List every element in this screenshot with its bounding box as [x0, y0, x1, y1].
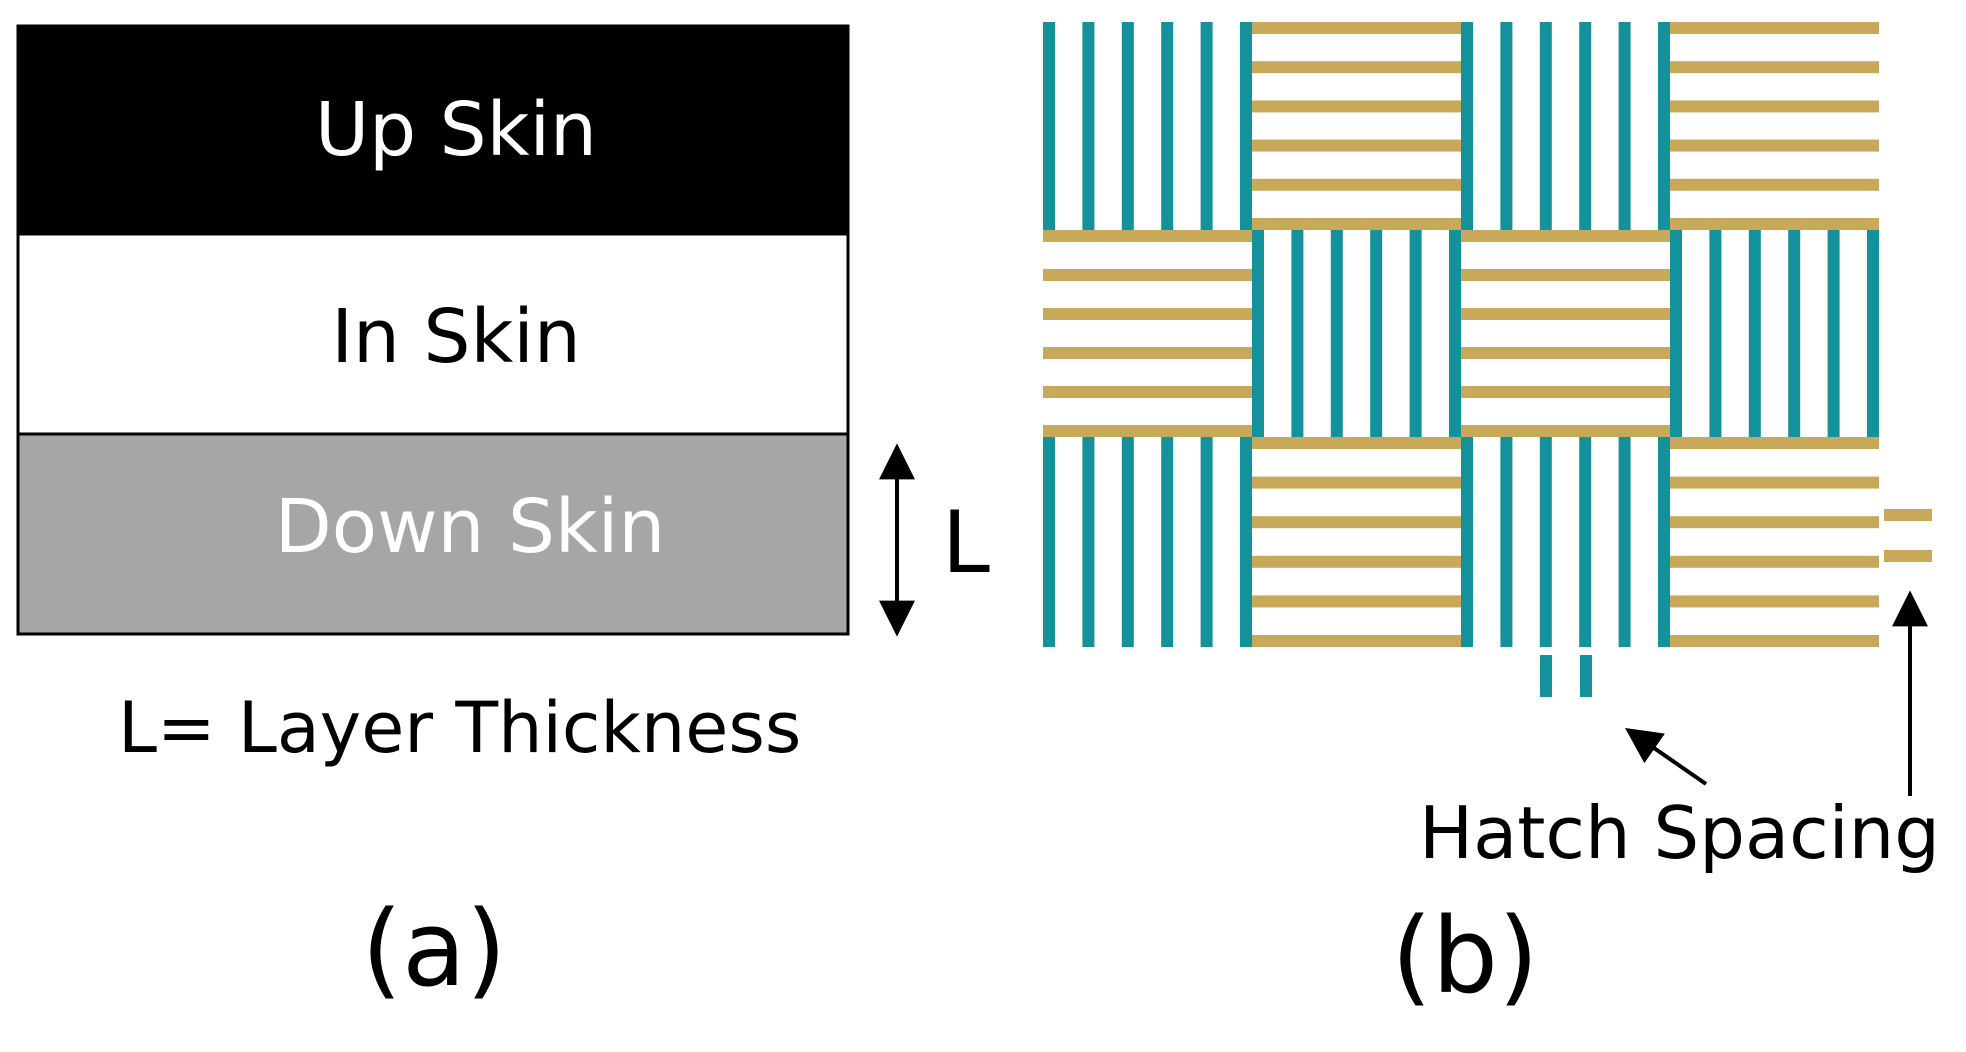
hatch-stripe-horizontal	[1252, 139, 1461, 152]
hatch-stripe-vertical	[1200, 437, 1213, 647]
hatch-stripe-horizontal	[1670, 218, 1879, 230]
hatch-stripe-vertical	[1461, 22, 1473, 230]
hatch-stripe-vertical	[1658, 22, 1670, 230]
hatch-stripe-horizontal	[1670, 516, 1879, 529]
hatch-stripe-horizontal	[1252, 100, 1461, 113]
hatch-stripe-vertical	[1618, 437, 1631, 647]
hatch-stripe-horizontal	[1670, 437, 1879, 449]
hatch-spacing-marker-vertical	[1540, 655, 1592, 697]
hatch-stripe-vertical	[1082, 437, 1095, 647]
caption-a: (a)	[362, 888, 507, 1010]
hatch-stripe-horizontal	[1252, 61, 1461, 74]
hatch-spacing-marker-horizontal	[1884, 509, 1932, 562]
layer-up-skin-rect	[16, 24, 850, 236]
hatch-stripe-vertical	[1200, 22, 1213, 230]
hatch-stripe-vertical	[1330, 230, 1343, 437]
caption-b: (b)	[1391, 895, 1538, 1017]
hatch-stripe-horizontal	[1252, 22, 1461, 34]
hatch-stripe-vertical	[1539, 437, 1552, 647]
hatch-stripe-horizontal	[1043, 347, 1252, 359]
hatch-stripe-vertical	[1461, 437, 1473, 647]
hatch-stripe-horizontal	[1461, 308, 1670, 320]
hatch-stripe-horizontal	[1043, 386, 1252, 398]
hatch-stripe-horizontal	[1252, 218, 1461, 230]
hatch-stripe-vertical	[1370, 230, 1383, 437]
hatch-stripe-vertical	[1670, 230, 1682, 437]
hatch-stripe-vertical	[1579, 22, 1592, 230]
hatch-stripe-vertical	[1579, 437, 1592, 647]
hatch-arrow-diagonal	[1625, 727, 1708, 786]
layer-up-skin-label: Up Skin	[315, 87, 597, 173]
hatch-stripe-horizontal	[1670, 595, 1879, 608]
hatch-stripe-horizontal	[1461, 269, 1670, 281]
layer-down-skin-label: Down Skin	[275, 484, 666, 570]
hatch-stripe-vertical	[1827, 230, 1840, 437]
hatch-stripe-vertical	[1252, 230, 1264, 437]
hatch-stripe-horizontal	[1043, 269, 1252, 281]
layer-up-skin: Up Skin	[16, 24, 850, 236]
hatch-stripe-horizontal	[1043, 308, 1252, 320]
marker-stripe-horizontal	[1884, 509, 1932, 521]
hatch-stripe-vertical	[1618, 22, 1631, 230]
hatch-stripe-horizontal	[1670, 100, 1879, 113]
hatch-stripe-horizontal	[1043, 425, 1252, 437]
hatch-stripe-horizontal	[1461, 230, 1670, 242]
marker-stripe-vertical	[1540, 655, 1552, 697]
hatch-stripe-horizontal	[1461, 425, 1670, 437]
hatch-stripe-horizontal	[1670, 139, 1879, 152]
hatch-stripe-vertical	[1867, 230, 1879, 437]
hatch-stripe-vertical	[1291, 230, 1304, 437]
legend-text: L= Layer Thickness	[118, 687, 801, 769]
hatch-stripe-horizontal	[1670, 476, 1879, 489]
panel-a: Up Skin In Skin Down Skin L L= Layer Thi…	[16, 24, 990, 1010]
hatch-stripe-horizontal	[1670, 555, 1879, 568]
hatch-stripe-vertical	[1748, 230, 1761, 437]
marker-stripe-horizontal	[1884, 550, 1932, 562]
hatch-stripe-vertical	[1240, 22, 1252, 230]
hatch-stripe-vertical	[1161, 437, 1174, 647]
hatch-stripe-vertical	[1539, 22, 1552, 230]
marker-stripe-vertical	[1580, 655, 1592, 697]
hatch-stripe-vertical	[1043, 437, 1055, 647]
hatch-stripe-vertical	[1240, 437, 1252, 647]
hatch-stripe-horizontal	[1461, 347, 1670, 359]
hatch-stripe-horizontal	[1670, 22, 1879, 34]
hatch-stripe-horizontal	[1252, 516, 1461, 529]
hatch-stripe-vertical	[1709, 230, 1722, 437]
hatch-stripe-vertical	[1043, 22, 1055, 230]
hatch-spacing-label: Hatch Spacing	[1419, 791, 1940, 875]
layer-in-skin-rect	[16, 232, 850, 436]
thickness-symbol: L	[942, 493, 990, 593]
hatch-stripe-horizontal	[1252, 476, 1461, 489]
hatch-stripe-vertical	[1449, 230, 1461, 437]
hatch-stripe-vertical	[1121, 22, 1134, 230]
layer-down-skin: Down Skin	[16, 432, 850, 636]
hatch-stripe-horizontal	[1252, 555, 1461, 568]
layer-in-skin-label: In Skin	[331, 294, 581, 380]
hatch-stripe-horizontal	[1252, 635, 1461, 647]
hatch-stripe-vertical	[1409, 230, 1422, 437]
hatch-stripe-horizontal	[1252, 437, 1461, 449]
hatch-stripe-horizontal	[1670, 635, 1879, 647]
layer-down-skin-rect	[16, 432, 850, 636]
hatch-stripe-vertical	[1500, 437, 1513, 647]
hatch-stripe-vertical	[1500, 22, 1513, 230]
panel-b: Hatch Spacing (b)	[1043, 22, 1940, 1017]
hatch-grid	[1043, 22, 1879, 647]
hatch-stripe-vertical	[1788, 230, 1801, 437]
hatch-stripe-horizontal	[1252, 595, 1461, 608]
hatch-stripe-vertical	[1082, 22, 1095, 230]
hatch-stripe-horizontal	[1670, 178, 1879, 191]
hatch-stripe-horizontal	[1252, 178, 1461, 191]
hatch-stripe-horizontal	[1043, 230, 1252, 242]
hatch-stripe-horizontal	[1461, 386, 1670, 398]
hatch-stripe-vertical	[1658, 437, 1670, 647]
hatch-stripe-vertical	[1161, 22, 1174, 230]
hatch-stripe-horizontal	[1670, 61, 1879, 74]
hatch-stripe-vertical	[1121, 437, 1134, 647]
layer-in-skin: In Skin	[16, 232, 850, 436]
